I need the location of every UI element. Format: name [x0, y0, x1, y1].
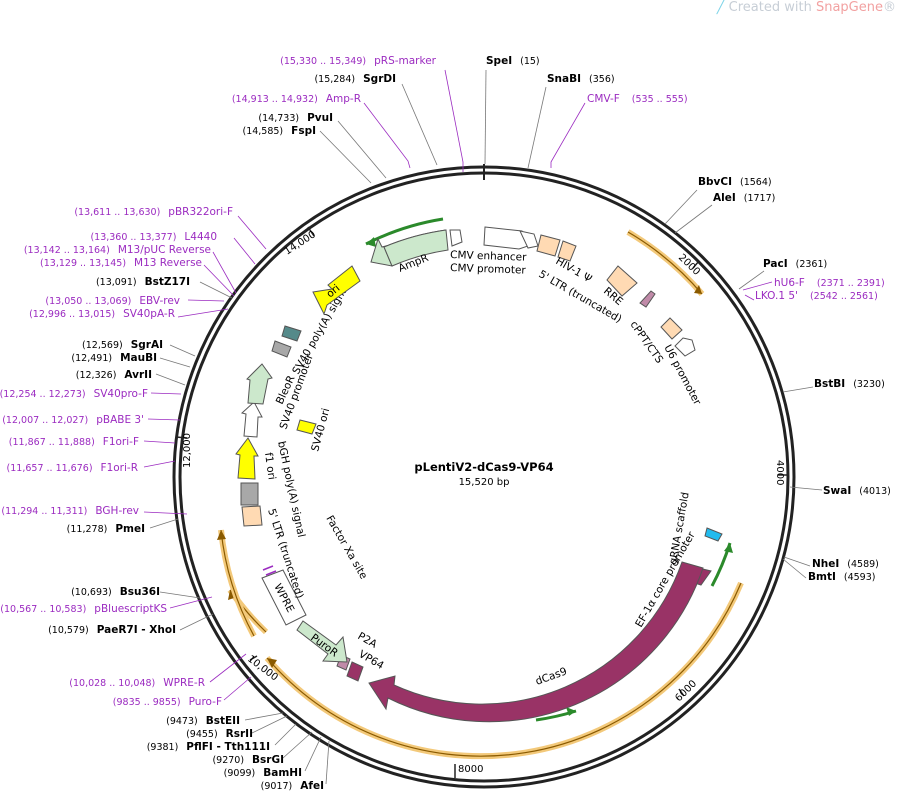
- enzyme-maubi: (12,491)MauBI: [71, 352, 157, 364]
- enzyme-swai: SwaI(4013): [823, 485, 891, 497]
- feature-em7-marker: [271, 325, 302, 358]
- orf-ring-bottom-large: [264, 581, 744, 760]
- feature-cmv-enhancer: CMV enhancer: [450, 226, 529, 264]
- feature-u6-promoter: U6 promoter: [661, 337, 703, 408]
- plasmid-name: pLentiV2-dCas9-VP64: [414, 460, 553, 474]
- feature-f1-ori: f1 ori: [235, 437, 278, 481]
- enzyme-avrii: (12,326)AvrII: [76, 369, 152, 381]
- snapgene-logo-icon: ╱: [716, 0, 725, 15]
- watermark-suffix: ®: [883, 0, 896, 15]
- feature-rre-marker: [639, 290, 656, 308]
- enzyme-pflfi-tth111i: (9381)PflFI - Tth111I: [147, 741, 270, 753]
- svg-text:8000: 8000: [458, 764, 483, 775]
- orf-ring-right: [626, 229, 705, 296]
- enzyme-leader-lines: [149, 69, 823, 785]
- orf-green-top: [365, 217, 444, 247]
- enzyme-snabi: SnaBI(356): [547, 73, 615, 85]
- enzyme-bmti: BmtI(4593): [808, 571, 875, 583]
- svg-text:CMV enhancer: CMV enhancer: [450, 249, 527, 264]
- primer-prs-marker: (15,330 .. 15,349)pRS-marker: [280, 55, 437, 67]
- svg-text:dCas9: dCas9: [534, 665, 569, 687]
- feature-ori: ori: [312, 265, 361, 316]
- plasmid-length: 15,520 bp: [459, 477, 510, 488]
- feature-sv40-ori: SV40 ori: [296, 407, 332, 453]
- enzyme-paer7i-xhoi: (10,579)PaeR7I - XhoI: [48, 624, 176, 636]
- enzyme-pvui: (14,733)PvuI: [258, 112, 333, 124]
- primer-hu6-f: hU6-F(2371 .. 2391): [774, 277, 885, 289]
- primer-wpre-r: (10,028 .. 10,048)WPRE-R: [69, 677, 205, 689]
- feature-rre: RRE: [601, 265, 638, 308]
- svg-text:P2A: P2A: [356, 630, 380, 651]
- enzyme-bamhi: (9099)BamHI: [224, 767, 302, 779]
- snapgene-watermark: ╱ Created with SnapGene®: [717, 0, 896, 15]
- svg-text:4000: 4000: [774, 460, 785, 485]
- svg-text:CMV promoter: CMV promoter: [450, 262, 527, 277]
- enzyme-paci: PacI(2361): [763, 258, 827, 270]
- enzyme-pmei: (11,278)PmeI: [67, 523, 145, 535]
- feature-vp64: VP64: [346, 648, 386, 682]
- watermark-brand: SnapGene: [815, 0, 883, 15]
- primer-pbluescriptks: (10,567 .. 10,583)pBluescriptKS: [0, 603, 167, 615]
- tick-4000: 4000: [774, 460, 788, 485]
- orf-ring-left-2: [217, 529, 257, 638]
- enzyme-bsrgi: (9270)BsrGI: [212, 754, 284, 766]
- watermark-prefix: Created with: [728, 0, 816, 15]
- svg-text:cPPT/CTS: cPPT/CTS: [628, 319, 666, 366]
- primer-l4440: (13,360 .. 13,377)L4440: [90, 231, 217, 243]
- feature-ampr-promoter: [449, 229, 463, 247]
- enzyme-bstz17i: (13,091)BstZ17I: [96, 276, 190, 288]
- primer-ebv-rev: (13,050 .. 13,069)EBV-rev: [45, 295, 180, 307]
- primer-puro-f: (9835 .. 9855)Puro-F: [113, 696, 222, 708]
- enzyme-bsteii: (9473)BstEII: [166, 715, 240, 727]
- primer-m13-reverse: (13,129 .. 13,145)M13 Reverse: [40, 257, 202, 269]
- enzyme-sgrai: (12,569)SgrAI: [82, 339, 163, 351]
- enzyme-bbvci: BbvCI(1564): [698, 176, 772, 188]
- tick-14000: 14,000: [283, 226, 318, 258]
- enzyme-rsrii: (9455)RsrII: [186, 728, 253, 740]
- feature-puror: PuroR: [296, 620, 348, 663]
- enzyme-sgrdi: (15,284)SgrDI: [314, 73, 396, 85]
- svg-text:6000: 6000: [673, 678, 699, 704]
- primer-pbr322ori-f: (13,611 .. 13,630)pBR322ori-F: [74, 206, 233, 218]
- primer-f1ori-f: (11,867 .. 11,888)F1ori-F: [9, 436, 139, 448]
- tick-8000: 8000: [454, 764, 483, 778]
- tick-12000: 12,000: [175, 433, 193, 468]
- primer-cmv-f: CMV-F(535 .. 555): [587, 93, 688, 105]
- primer-f1ori-r: (11,657 .. 11,676)F1ori-R: [7, 462, 138, 474]
- enzyme-fspi: (14,585)FspI: [242, 125, 316, 137]
- primer-pbabe-3: (12,007 .. 12,027)pBABE 3': [2, 414, 144, 426]
- primer-lko1-5: LKO.1 5'(2542 .. 2561): [755, 290, 878, 302]
- enzyme-alei: AleI(1717): [713, 192, 775, 204]
- primer-bgh-rev: (11,294 .. 11,311)BGH-rev: [1, 505, 139, 517]
- enzyme-bsu36i: (10,693)Bsu36I: [71, 586, 160, 598]
- svg-text:12,000: 12,000: [182, 433, 193, 468]
- primer-amp-r: (14,913 .. 14,932)Amp-R: [232, 93, 361, 105]
- svg-text:f1 ori: f1 ori: [262, 452, 278, 481]
- orf-green-bottom: [535, 707, 577, 722]
- tick-6000: 6000: [673, 678, 699, 704]
- primer-leader-lines: [143, 69, 773, 701]
- primer-sv40pro-f: (12,254 .. 12,273)SV40pro-F: [0, 388, 148, 400]
- enzyme-nhei: NheI(4589): [812, 558, 879, 570]
- svg-text:Factor Xa site: Factor Xa site: [323, 514, 369, 582]
- orf-green-right: [710, 542, 733, 587]
- primer-m13-puc-reverse: (13,142 .. 13,164)M13/pUC Reverse: [24, 244, 211, 256]
- enzyme-spei: SpeI(15): [486, 55, 540, 67]
- primer-sv40pa-r: (12,996 .. 13,015)SV40pA-R: [29, 308, 175, 320]
- enzyme-afei: (9017)AfeI: [261, 780, 324, 792]
- enzyme-bstbi: BstBI(3230): [814, 378, 885, 390]
